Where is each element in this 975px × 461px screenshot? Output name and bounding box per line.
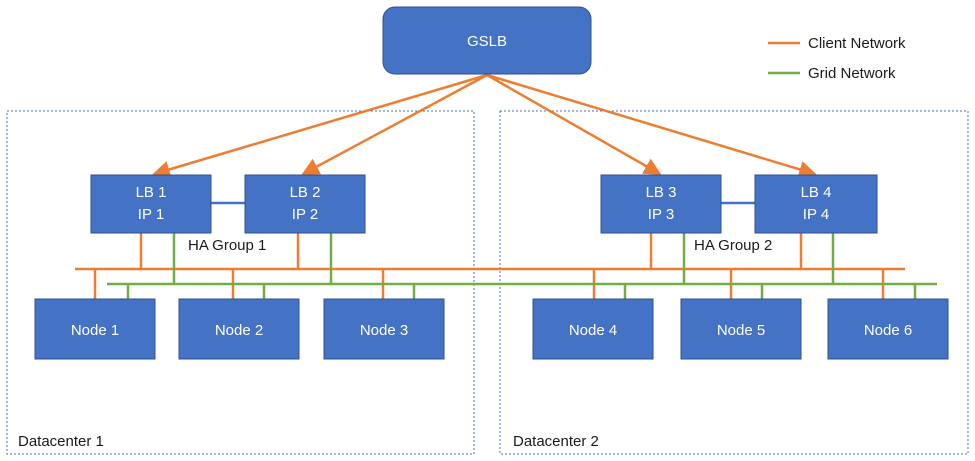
lb-1: LB 1 IP 1 — [90, 174, 212, 234]
arrow-gslb-lb4 — [486, 73, 817, 178]
node-6-label: Node 6 — [864, 322, 912, 339]
lb-2-ip: IP 2 — [292, 206, 318, 223]
arrow-gslb-lb3 — [486, 73, 662, 176]
node-6: Node 6 — [827, 298, 949, 360]
grid-network — [107, 233, 937, 299]
lb-3-ip: IP 3 — [648, 206, 674, 223]
node-3: Node 3 — [323, 298, 445, 360]
gslb-arrows — [152, 73, 817, 178]
datacenter-2-label: Datacenter 2 — [513, 433, 599, 450]
ha-group-2-label: HA Group 2 — [694, 237, 772, 254]
node-4-label: Node 4 — [569, 322, 617, 339]
gslb-box: GSLB — [382, 6, 592, 75]
ha-group-1-label: HA Group 1 — [188, 237, 266, 254]
node-3-label: Node 3 — [360, 322, 408, 339]
node-2: Node 2 — [178, 298, 300, 360]
node-5-label: Node 5 — [717, 322, 765, 339]
arrow-gslb-lb2 — [301, 73, 488, 176]
legend-grid-label: Grid Network — [808, 65, 896, 82]
legend-client-label: Client Network — [808, 35, 906, 52]
lb-1-name: LB 1 — [136, 184, 167, 201]
legend: Client Network Grid Network — [768, 35, 906, 82]
node-1-label: Node 1 — [71, 322, 119, 339]
lb-3-name: LB 3 — [646, 184, 677, 201]
node-2-label: Node 2 — [215, 322, 263, 339]
datacenter-2-border — [499, 110, 969, 455]
node-1: Node 1 — [34, 298, 156, 360]
datacenter-1-label: Datacenter 1 — [18, 433, 104, 450]
lb-2-name: LB 2 — [290, 184, 321, 201]
node-5: Node 5 — [680, 298, 802, 360]
lb-3: LB 3 IP 3 — [600, 174, 722, 234]
lb-2: LB 2 IP 2 — [244, 174, 366, 234]
datacenter-1-border — [6, 110, 475, 455]
lb-4-ip: IP 4 — [803, 206, 829, 223]
lb-4: LB 4 IP 4 — [754, 174, 878, 234]
lb-1-ip: IP 1 — [138, 206, 164, 223]
arrow-gslb-lb1 — [152, 73, 488, 178]
lb-4-name: LB 4 — [801, 184, 832, 201]
node-4: Node 4 — [532, 298, 654, 360]
gslb-label: GSLB — [467, 33, 507, 50]
